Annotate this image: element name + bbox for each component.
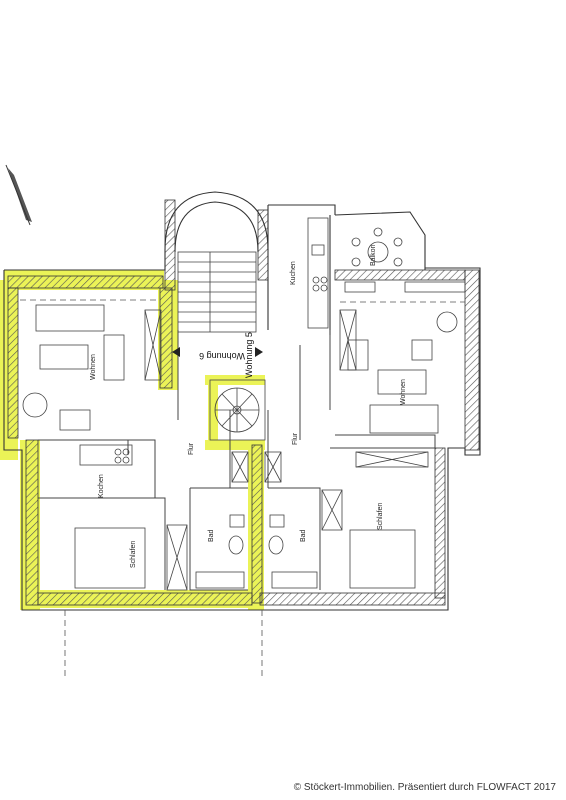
room-label-flur-right: Flur — [292, 432, 299, 445]
balkon-furniture — [351, 227, 403, 267]
room-label-bad-left: Bad — [208, 529, 215, 542]
spiral-stair — [209, 379, 266, 441]
bathrooms — [195, 451, 318, 589]
room-label-wohnen-right: Wohnen — [400, 379, 407, 405]
walls-hatched — [7, 199, 480, 606]
room-label-schlafen-right: Schlafen — [377, 503, 384, 530]
outer-walls — [3, 191, 481, 611]
staircase — [177, 251, 257, 333]
entry-arrows — [172, 347, 263, 357]
room-label-bad-right: Bad — [300, 529, 307, 542]
room-label-kochen-left: Kochen — [98, 474, 105, 498]
copyright-notice: © Stöckert-Immobilien. Präsentiert durch… — [293, 782, 556, 793]
wohnen-right-furniture — [339, 281, 466, 434]
beds — [74, 451, 429, 591]
north-arrow-icon — [5, 164, 32, 226]
room-label-schlafen-left: Schlafen — [130, 541, 137, 568]
room-label-flur-left: Flur — [188, 442, 195, 455]
kitchen-top-counter — [307, 217, 329, 329]
unit-label-wohnung-right: Wohnung 5 — [244, 332, 254, 378]
room-label-wohnen-left: Wohnen — [90, 354, 97, 380]
room-label-balkon: Balkon — [370, 244, 377, 266]
kochen-left-fixtures — [79, 444, 133, 466]
room-label-kuechen-top: Kuchen — [290, 261, 297, 285]
wohnen-left-furniture — [22, 304, 162, 431]
unit-label-wohnung-left: Wohnung 6 — [199, 351, 245, 361]
dashed-lines — [20, 299, 465, 680]
interior-walls — [38, 330, 436, 591]
